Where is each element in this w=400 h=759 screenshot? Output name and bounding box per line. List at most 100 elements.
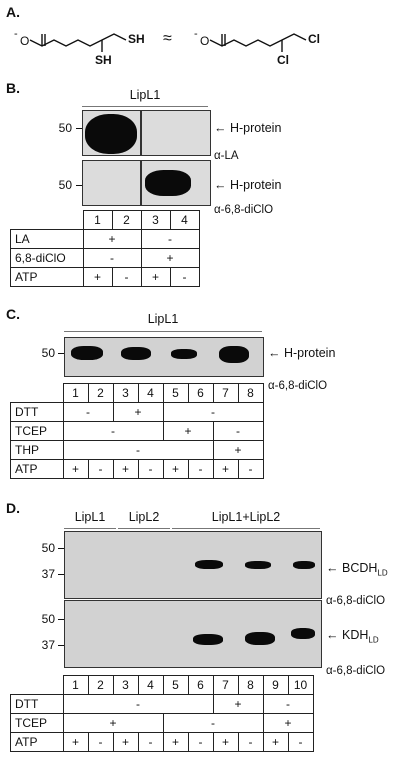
condition-label: DTT bbox=[10, 402, 64, 422]
condition-cell: - bbox=[212, 421, 264, 441]
lane-number: 1 bbox=[62, 383, 89, 403]
lipoate-oxygen: O bbox=[20, 34, 30, 48]
panel-d-label: D. bbox=[6, 500, 20, 516]
condition-cell: + bbox=[162, 421, 214, 441]
lane-number: 3 bbox=[140, 210, 171, 230]
lane-number: 2 bbox=[87, 383, 114, 403]
condition-cell: + bbox=[212, 694, 264, 714]
annot-sub: LD bbox=[368, 635, 379, 645]
condition-cell: + bbox=[162, 459, 189, 479]
condition-label: DTT bbox=[10, 694, 64, 714]
lane-number: 7 bbox=[212, 675, 239, 695]
panel-b-header-line bbox=[82, 106, 208, 107]
condition-cell: - bbox=[262, 694, 314, 714]
panel-d-header-1: LipL1 bbox=[74, 510, 106, 524]
mw-tick bbox=[58, 619, 64, 620]
panel-c-header: LipL1 bbox=[147, 312, 179, 326]
panel-d-annotation-1: ← BCDHLD bbox=[326, 561, 388, 578]
panel-d-mw-1-37: 37 bbox=[41, 567, 55, 581]
panel-d-header-3: LipL1+LipL2 bbox=[211, 510, 281, 524]
mw-tick bbox=[76, 185, 82, 186]
band bbox=[291, 628, 315, 639]
condition-row: LA + - bbox=[10, 229, 200, 249]
lipoate-thiol-2: SH bbox=[95, 53, 112, 67]
condition-row: DTT - + - bbox=[10, 402, 264, 422]
lane-row: 1 2 3 4 5 6 7 8 9 10 bbox=[11, 675, 314, 695]
condition-cell: - bbox=[187, 459, 214, 479]
band bbox=[219, 346, 249, 363]
condition-cell: + bbox=[212, 459, 239, 479]
dichloro-chloro-1: Cl bbox=[308, 32, 320, 46]
panel-c-annotation: ← H-protein bbox=[268, 346, 336, 360]
condition-label: ATP bbox=[10, 267, 84, 287]
panel-c-header-line bbox=[64, 331, 262, 332]
mw-tick bbox=[58, 574, 64, 575]
condition-cell: + bbox=[62, 732, 89, 752]
mw-tick bbox=[76, 128, 82, 129]
condition-cell: - bbox=[87, 459, 114, 479]
condition-cell: - bbox=[87, 732, 114, 752]
lane-number: 8 bbox=[237, 383, 264, 403]
lane-number: 2 bbox=[87, 675, 114, 695]
lipoate-structure bbox=[29, 33, 127, 52]
lane-number: 4 bbox=[137, 383, 164, 403]
panel-c-condition-table: 1 2 3 4 5 6 7 8 DTT - + - TCEP - + - THP… bbox=[10, 383, 264, 479]
approx-symbol: ≈ bbox=[163, 30, 172, 47]
condition-cell: - bbox=[137, 732, 164, 752]
lane-number: 7 bbox=[212, 383, 239, 403]
condition-label: TCEP bbox=[10, 713, 64, 733]
panel-b-condition-table: 1 2 3 4 LA + - 6,8-diClO - + ATP + - + - bbox=[10, 210, 200, 287]
chemical-structures bbox=[29, 33, 307, 52]
dichloro-structure bbox=[209, 33, 307, 52]
condition-row: TCEP + - + bbox=[10, 713, 314, 733]
annot-text: H-protein bbox=[229, 121, 282, 135]
panel-d-header-line bbox=[172, 528, 320, 529]
lane-number: 5 bbox=[162, 675, 189, 695]
condition-cell: - bbox=[237, 459, 264, 479]
panel-c-antibody: α-6,8-diClO bbox=[268, 380, 328, 392]
band bbox=[71, 346, 103, 360]
condition-cell: + bbox=[262, 732, 289, 752]
panel-c-label: C. bbox=[6, 306, 20, 322]
band bbox=[293, 561, 315, 569]
condition-cell: + bbox=[62, 459, 89, 479]
panel-b-annotation-1: ← H-protein bbox=[214, 121, 282, 135]
panel-c-blot bbox=[64, 337, 264, 377]
condition-label: 6,8-diClO bbox=[10, 248, 84, 268]
condition-cell: - bbox=[187, 732, 214, 752]
condition-cell: + bbox=[62, 713, 164, 733]
condition-cell: - bbox=[237, 732, 264, 752]
band bbox=[121, 347, 151, 360]
panel-d-mw-2-50: 50 bbox=[41, 612, 55, 626]
condition-cell: - bbox=[62, 440, 214, 460]
lane-row: 1 2 3 4 bbox=[11, 210, 200, 230]
condition-cell: - bbox=[169, 267, 200, 287]
band bbox=[245, 632, 275, 645]
condition-cell: + bbox=[112, 402, 164, 422]
annot-text: H-protein bbox=[283, 346, 336, 360]
panel-d-blot-2 bbox=[64, 600, 322, 668]
condition-cell: - bbox=[162, 402, 264, 422]
mw-tick bbox=[58, 645, 64, 646]
condition-row: ATP + - + - + - + - + - bbox=[10, 732, 314, 752]
condition-cell: - bbox=[111, 267, 142, 287]
condition-label: ATP bbox=[10, 732, 64, 752]
lane-number: 1 bbox=[82, 210, 113, 230]
panel-b-antibody-1: α-LA bbox=[214, 150, 239, 162]
panel-b-header: LipL1 bbox=[129, 88, 161, 102]
condition-cell: - bbox=[140, 229, 200, 249]
lane-number: 8 bbox=[237, 675, 264, 695]
condition-label: TCEP bbox=[10, 421, 64, 441]
panel-b-annotation-2: ← H-protein bbox=[214, 178, 282, 192]
annot-text: H-protein bbox=[229, 178, 282, 192]
panel-d-mw-2-37: 37 bbox=[41, 638, 55, 652]
condition-row: TCEP - + - bbox=[10, 421, 264, 441]
condition-row: ATP + - + - + - + - bbox=[10, 459, 264, 479]
lane-number: 1 bbox=[62, 675, 89, 695]
lane-number: 2 bbox=[111, 210, 142, 230]
condition-cell: + bbox=[82, 267, 113, 287]
lane-number: 4 bbox=[169, 210, 200, 230]
mw-tick bbox=[58, 548, 64, 549]
lane-number: 9 bbox=[262, 675, 289, 695]
condition-cell: - bbox=[62, 694, 214, 714]
